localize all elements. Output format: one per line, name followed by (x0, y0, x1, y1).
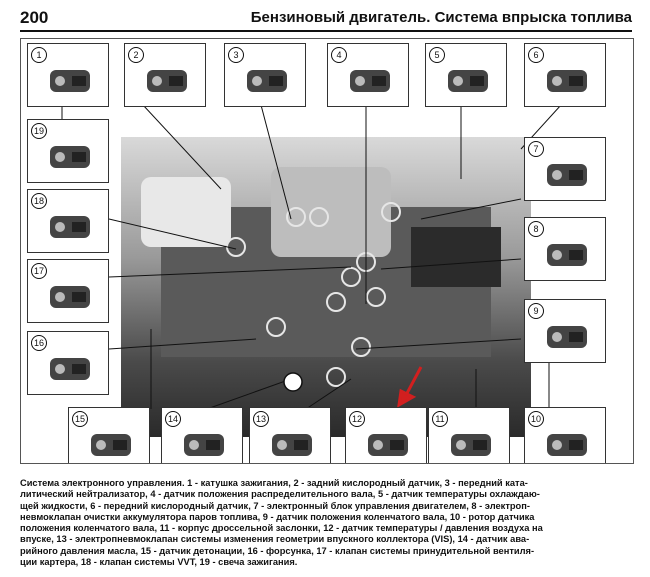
callout-number: 12 (349, 411, 365, 427)
caption-line: положения коленчатого вала, 11 - корпус … (20, 523, 543, 534)
callout-3: 3 (224, 43, 306, 107)
callout-number: 7 (528, 141, 544, 157)
leader-lines (61, 104, 562, 410)
callout-14: 14 (161, 407, 243, 463)
callout-number: 18 (31, 193, 47, 209)
injector-icon (50, 358, 90, 380)
vis-solenoid-valve-icon (272, 434, 312, 456)
callout-number: 8 (528, 221, 544, 237)
callout-7: 7 (524, 137, 606, 201)
crankshaft-rotor-icon (547, 434, 587, 456)
caption-line: литический нейтрализатор, 4 - датчик пол… (20, 489, 540, 500)
callout-number: 10 (528, 411, 544, 427)
caption-line: впуске, 13 - электропневмоклапан системы… (20, 534, 530, 545)
page-number: 200 (20, 8, 49, 27)
callout-1: 1 (27, 43, 109, 107)
callout-8: 8 (524, 217, 606, 281)
front-oxygen-sensor-icon (547, 70, 587, 92)
caption-line: ции картера, 18 - клапан системы VVT, 19… (20, 557, 298, 568)
caption-line: невмоклапан очистки аккумулятора паров т… (20, 511, 535, 522)
callout-number: 11 (432, 411, 448, 427)
callout-number: 4 (331, 47, 347, 63)
callout-6: 6 (524, 43, 606, 107)
page-title: Бензиновый двигатель. Система впрыска то… (250, 9, 632, 26)
callout-number: 5 (429, 47, 445, 63)
callout-number: 19 (31, 123, 47, 139)
front-knock-neutralizer-icon (247, 70, 287, 92)
callout-number: 13 (253, 411, 269, 427)
callout-5: 5 (425, 43, 507, 107)
callout-number: 17 (31, 263, 47, 279)
callout-15: 15 (68, 407, 150, 463)
page-header: 200 Бензиновый двигатель. Система впрыск… (20, 8, 632, 30)
figure-caption: Система электронного управления. 1 - кат… (20, 478, 632, 568)
callout-13: 13 (249, 407, 331, 463)
callout-4: 4 (327, 43, 409, 107)
caption-line: рийного давления масла, 15 - датчик дето… (20, 545, 535, 556)
engine-control-unit-icon (547, 164, 587, 186)
callout-18: 18 (27, 189, 109, 253)
callout-number: 1 (31, 47, 47, 63)
engine-bay-photo (121, 137, 531, 437)
crankshaft-position-sensor-icon (547, 326, 587, 348)
callout-17: 17 (27, 259, 109, 323)
callout-number: 16 (31, 335, 47, 351)
callout-11: 11 (428, 407, 510, 463)
callout-2: 2 (124, 43, 206, 107)
callout-16: 16 (27, 331, 109, 395)
callout-number: 2 (128, 47, 144, 63)
callout-number: 9 (528, 303, 544, 319)
throttle-body-icon (451, 434, 491, 456)
spark-plug-icon (50, 146, 90, 168)
callout-9: 9 (524, 299, 606, 363)
vvt-valve-icon (50, 216, 90, 238)
pcv-valve-icon (50, 286, 90, 308)
callout-19: 19 (27, 119, 109, 183)
caption-line: Система электронного управления. 1 - кат… (20, 478, 528, 488)
rear-oxygen-sensor-icon (147, 70, 187, 92)
header-rule (20, 30, 632, 32)
camshaft-position-sensor-icon (350, 70, 390, 92)
callout-number: 3 (228, 47, 244, 63)
callout-12: 12 (345, 407, 427, 463)
callout-number: 14 (165, 411, 181, 427)
canister-purge-valve-icon (547, 244, 587, 266)
callout-number: 6 (528, 47, 544, 63)
coolant-temperature-sensor-icon (448, 70, 488, 92)
knock-sensor-icon (91, 434, 131, 456)
intake-air-sensor-icon (368, 434, 408, 456)
callout-number: 15 (72, 411, 88, 427)
callout-10: 10 (524, 407, 606, 463)
caption-line: щей жидкости, 6 - передний кислородный д… (20, 500, 530, 511)
oil-pressure-sensor-icon (184, 434, 224, 456)
ignition-coil-icon (50, 70, 90, 92)
